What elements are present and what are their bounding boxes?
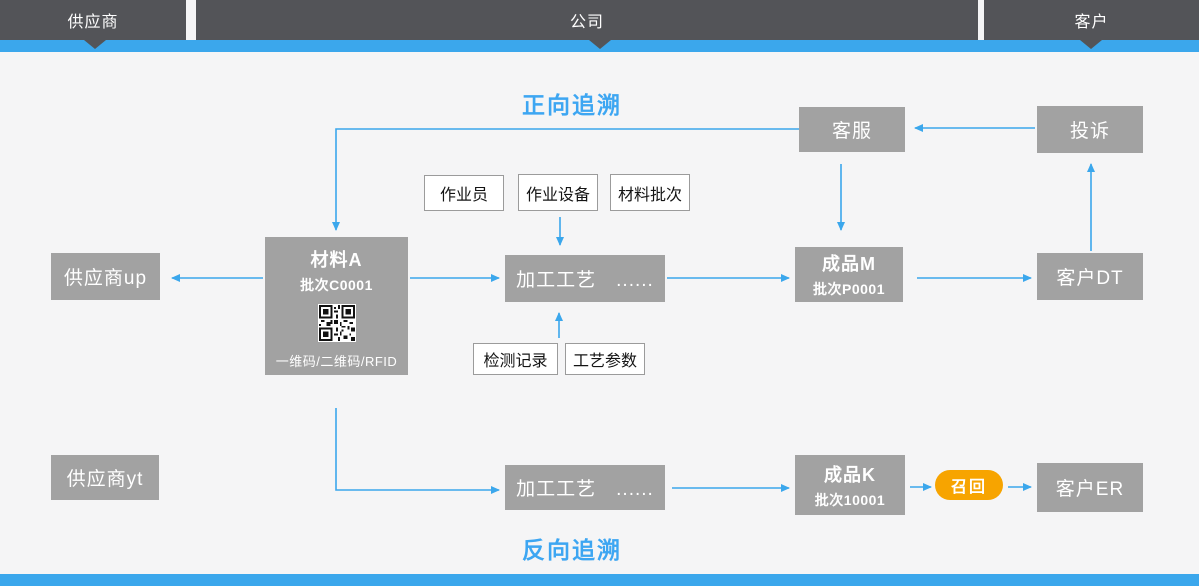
node-product-k: 成品K 批次10001 — [795, 455, 905, 515]
node-customer-dt-label: 客户DT — [1056, 268, 1124, 289]
topbar-segment-company: 公司 — [196, 0, 978, 40]
node-process-bottom: 加工工艺 ...... — [505, 465, 665, 510]
qr-code-icon — [317, 304, 356, 342]
node-complaint-label: 投诉 — [1069, 121, 1110, 142]
node-process-top: 加工工艺 ...... — [505, 255, 665, 302]
topbar-label-customer: 客户 — [1074, 14, 1109, 31]
tag-operator: 作业员 — [424, 175, 504, 211]
recall-badge: 召回 — [935, 470, 1003, 500]
node-product-m: 成品M 批次P0001 — [795, 247, 903, 302]
node-process-bottom-label: 加工工艺 ...... — [516, 479, 654, 500]
company-pointer-icon — [589, 40, 611, 49]
product-k-name: 成品K — [824, 464, 876, 485]
node-customer-er: 客户ER — [1037, 463, 1143, 512]
node-process-top-label: 加工工艺 ...... — [516, 270, 654, 291]
material-a-name: 材料A — [310, 250, 363, 270]
node-supplier-up-label: 供应商up — [63, 268, 148, 289]
arrow-materiala-to-process2 — [335, 408, 500, 494]
customer-pointer-icon — [1080, 40, 1102, 49]
topbar-label-company: 公司 — [569, 14, 604, 31]
backward-trace-title: 反向追溯 — [522, 537, 622, 563]
product-m-name: 成品M — [822, 254, 876, 274]
tag-material-batch: 材料批次 — [610, 174, 690, 211]
topbar-segment-supplier: 供应商 — [0, 0, 186, 40]
node-supplier-up: 供应商up — [51, 253, 160, 300]
material-a-batch: 批次C0001 — [300, 277, 373, 293]
node-material-a: 材料A 批次C0001 — [265, 237, 408, 375]
node-customer-service: 客服 — [799, 107, 905, 152]
tag-inspection-records: 检测记录 — [473, 343, 558, 375]
node-customer-er-label: 客户ER — [1055, 479, 1125, 500]
supplier-pointer-icon — [84, 40, 106, 49]
product-m-batch: 批次P0001 — [813, 281, 885, 297]
node-supplier-yt-label: 供应商yt — [66, 469, 144, 490]
product-k-batch: 批次10001 — [814, 491, 886, 508]
topbar-segment-customer: 客户 — [984, 0, 1199, 40]
material-a-code-caption: 一维码/二维码/RFID — [275, 354, 398, 369]
node-complaint: 投诉 — [1037, 106, 1143, 153]
node-supplier-yt: 供应商yt — [51, 455, 159, 500]
topbar-label-supplier: 供应商 — [67, 14, 119, 31]
tag-equipment: 作业设备 — [518, 174, 598, 211]
node-customer-dt: 客户DT — [1037, 253, 1143, 300]
forward-trace-title: 正向追溯 — [522, 92, 622, 118]
tag-process-params: 工艺参数 — [565, 343, 645, 375]
node-customer-service-label: 客服 — [831, 121, 872, 142]
bottom-blue-bar — [0, 574, 1199, 586]
